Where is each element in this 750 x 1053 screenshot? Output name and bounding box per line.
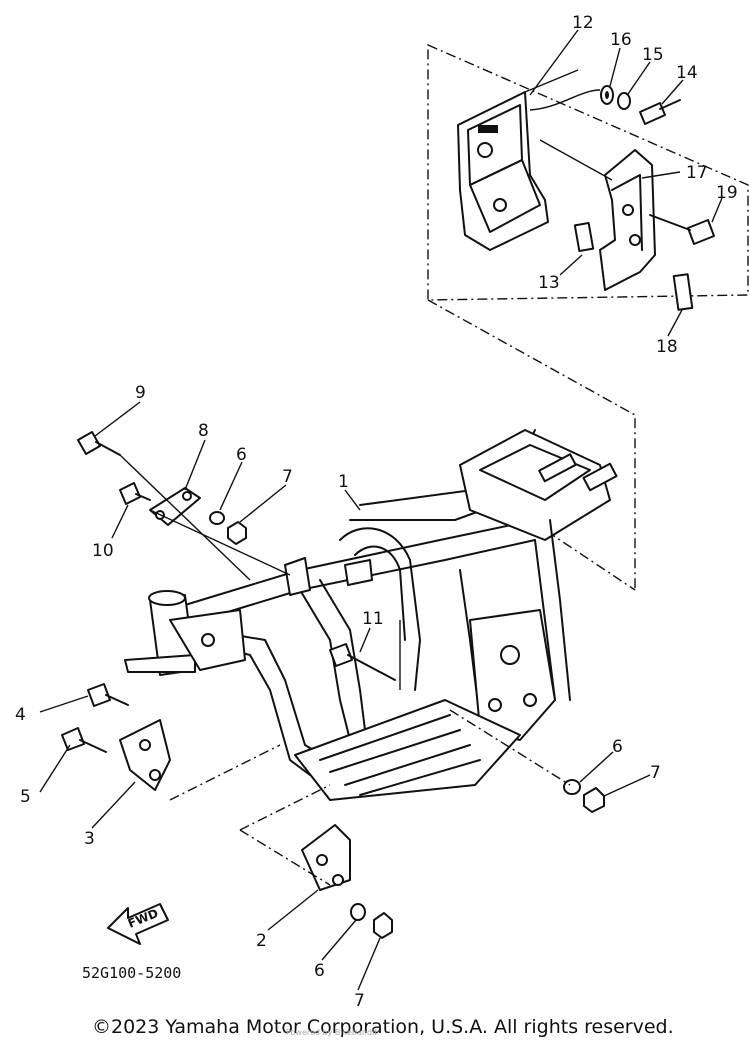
callout-19: 19 bbox=[716, 183, 738, 203]
leader-10 bbox=[149, 509, 291, 576]
bolt-4 bbox=[87, 683, 129, 707]
callout-18: 18 bbox=[656, 337, 678, 357]
collar-6-upper bbox=[209, 511, 225, 525]
callout-6-lower: 6 bbox=[314, 961, 325, 981]
watermark: Powered by Bikebandit bbox=[286, 1028, 378, 1037]
callout-4: 4 bbox=[15, 705, 26, 725]
bolt-14 bbox=[639, 99, 681, 125]
bracket-8 bbox=[149, 487, 201, 526]
plate-17 bbox=[539, 139, 656, 291]
callout-2: 2 bbox=[256, 931, 267, 951]
callout-12: 12 bbox=[572, 13, 594, 33]
callout-14: 14 bbox=[676, 63, 698, 83]
callout-6-right: 6 bbox=[612, 737, 623, 757]
leader-12-16 bbox=[529, 89, 601, 111]
bracket-2 bbox=[301, 824, 351, 891]
bracket-12 bbox=[457, 69, 579, 251]
bolt-5 bbox=[61, 727, 107, 753]
frame-1 bbox=[124, 429, 618, 801]
callouts: 12 16 15 14 17 19 13 18 9 8 6 7 10 1 11 … bbox=[15, 13, 738, 1011]
bracket-3 bbox=[119, 719, 171, 791]
callout-6-upper: 6 bbox=[236, 445, 247, 465]
leader-6-right bbox=[449, 709, 571, 786]
collar-6-lower bbox=[350, 903, 366, 921]
bolt-9 bbox=[77, 431, 121, 456]
block-18 bbox=[672, 273, 694, 311]
callout-16: 16 bbox=[610, 30, 632, 50]
leader-9 bbox=[119, 454, 251, 581]
bolt-19 bbox=[649, 214, 715, 245]
copyright-notice: ©2023 Yamaha Motor Corporation, U.S.A. A… bbox=[92, 1016, 674, 1038]
callout-7-lower: 7 bbox=[354, 991, 365, 1011]
nut-7-upper bbox=[227, 521, 247, 545]
block-13 bbox=[573, 221, 595, 253]
callout-10: 10 bbox=[92, 541, 114, 561]
bolt-10 bbox=[119, 482, 151, 505]
nut-7-right bbox=[583, 787, 605, 813]
callout-15: 15 bbox=[642, 45, 664, 65]
fwd-arrow-icon: FWD bbox=[107, 903, 169, 945]
callout-7-right: 7 bbox=[650, 763, 661, 783]
leader-2b bbox=[239, 829, 331, 886]
callout-1: 1 bbox=[338, 472, 349, 492]
callout-9: 9 bbox=[135, 383, 146, 403]
callout-7-upper: 7 bbox=[282, 467, 293, 487]
callout-5: 5 bbox=[20, 787, 31, 807]
bolt-11 bbox=[329, 643, 396, 681]
washer-15 bbox=[617, 92, 631, 110]
callout-8: 8 bbox=[198, 421, 209, 441]
callout-13: 13 bbox=[538, 273, 560, 293]
callout-17: 17 bbox=[686, 163, 708, 183]
nut-7-lower bbox=[373, 912, 393, 939]
leader-3 bbox=[169, 744, 281, 801]
leader-2 bbox=[239, 784, 331, 831]
drawing-code: 52G100-5200 bbox=[82, 964, 181, 982]
callout-11: 11 bbox=[362, 609, 384, 629]
collar-6-right bbox=[563, 779, 581, 795]
callout-3: 3 bbox=[84, 829, 95, 849]
collar-16 bbox=[600, 85, 614, 105]
callout-leaders bbox=[39, 29, 723, 991]
